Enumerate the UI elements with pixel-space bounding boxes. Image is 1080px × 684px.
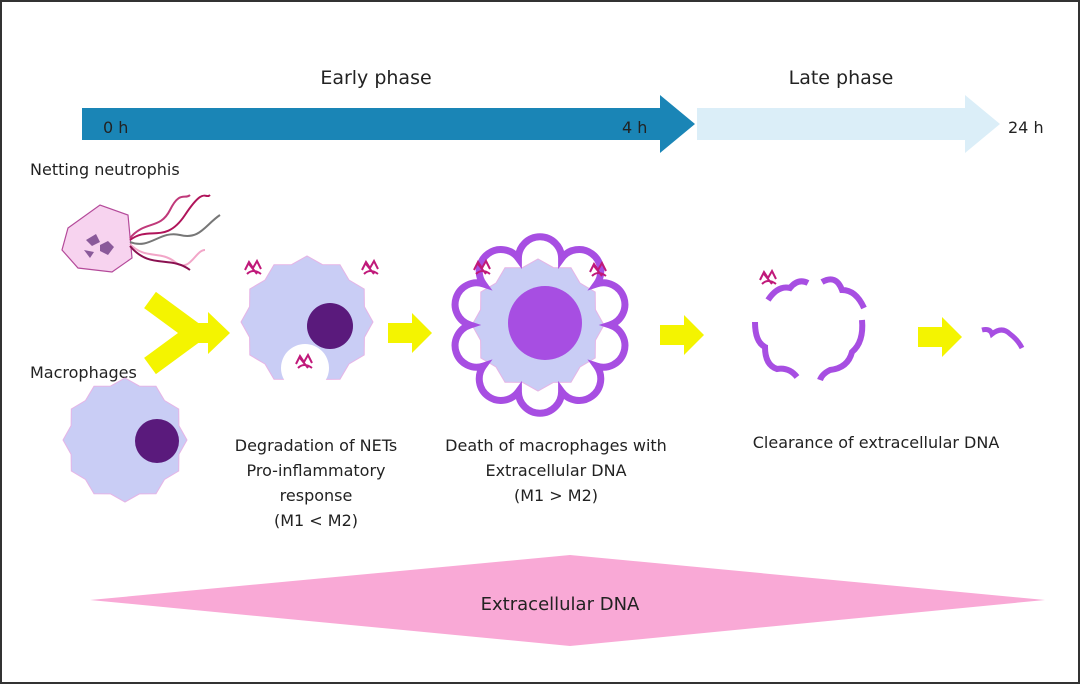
net-fragment-icon xyxy=(361,258,379,275)
net-fragment-icon xyxy=(589,260,607,277)
netting-neutrophils-label: Netting neutrophis xyxy=(30,160,180,179)
early-phase-arrow xyxy=(82,95,695,153)
phagosome xyxy=(281,344,329,392)
stage-1-text: response xyxy=(280,486,353,505)
stage-2-text: (M1 > M2) xyxy=(514,486,598,505)
stage-2-text: Death of macrophages with xyxy=(445,436,667,455)
stage-1-text: Degradation of NETs xyxy=(235,436,397,455)
dna-fragment xyxy=(752,321,800,379)
netting-neutrophil xyxy=(61,194,221,273)
macrophages-label: Macrophages xyxy=(30,363,137,382)
time-4h: 4 h xyxy=(622,118,647,137)
time-24h: 24 h xyxy=(1008,118,1044,137)
time-0h: 0 h xyxy=(103,118,128,137)
net-fragment-icon xyxy=(295,352,313,369)
dna-fragment xyxy=(981,327,1025,350)
stage-3-text: Clearance of extracellular DNA xyxy=(753,433,1000,452)
net-fragment-icon xyxy=(244,258,262,275)
early-phase-label: Early phase xyxy=(320,67,431,89)
merge-arrow-head xyxy=(192,312,230,354)
stage-arrow xyxy=(660,315,704,355)
late-phase-arrow xyxy=(697,95,1000,153)
macrophage-nucleus xyxy=(135,419,179,463)
stage-1-text: Pro-inflammatory xyxy=(246,461,385,480)
dna-fragment xyxy=(817,319,866,382)
net-fragment-icon xyxy=(759,268,777,285)
net-fragment-icon xyxy=(473,258,491,275)
extracellular-dna-label: Extracellular DNA xyxy=(481,594,640,615)
resting-macrophage xyxy=(62,377,188,503)
stage-2-text: Extracellular DNA xyxy=(485,461,626,480)
stage-1-text: (M1 < M2) xyxy=(274,511,358,530)
dying-nucleus xyxy=(508,286,582,360)
extracellular-dna-trap xyxy=(451,233,629,417)
stage-arrow xyxy=(918,317,962,357)
late-phase-label: Late phase xyxy=(789,67,894,89)
extracellular-dna-gradient xyxy=(90,555,1045,646)
stage-arrow xyxy=(388,313,432,353)
dna-fragment xyxy=(820,276,867,310)
macrophage-degrading-nets xyxy=(240,255,374,389)
macrophage-nucleus xyxy=(307,303,353,349)
dna-fragment xyxy=(765,278,810,302)
